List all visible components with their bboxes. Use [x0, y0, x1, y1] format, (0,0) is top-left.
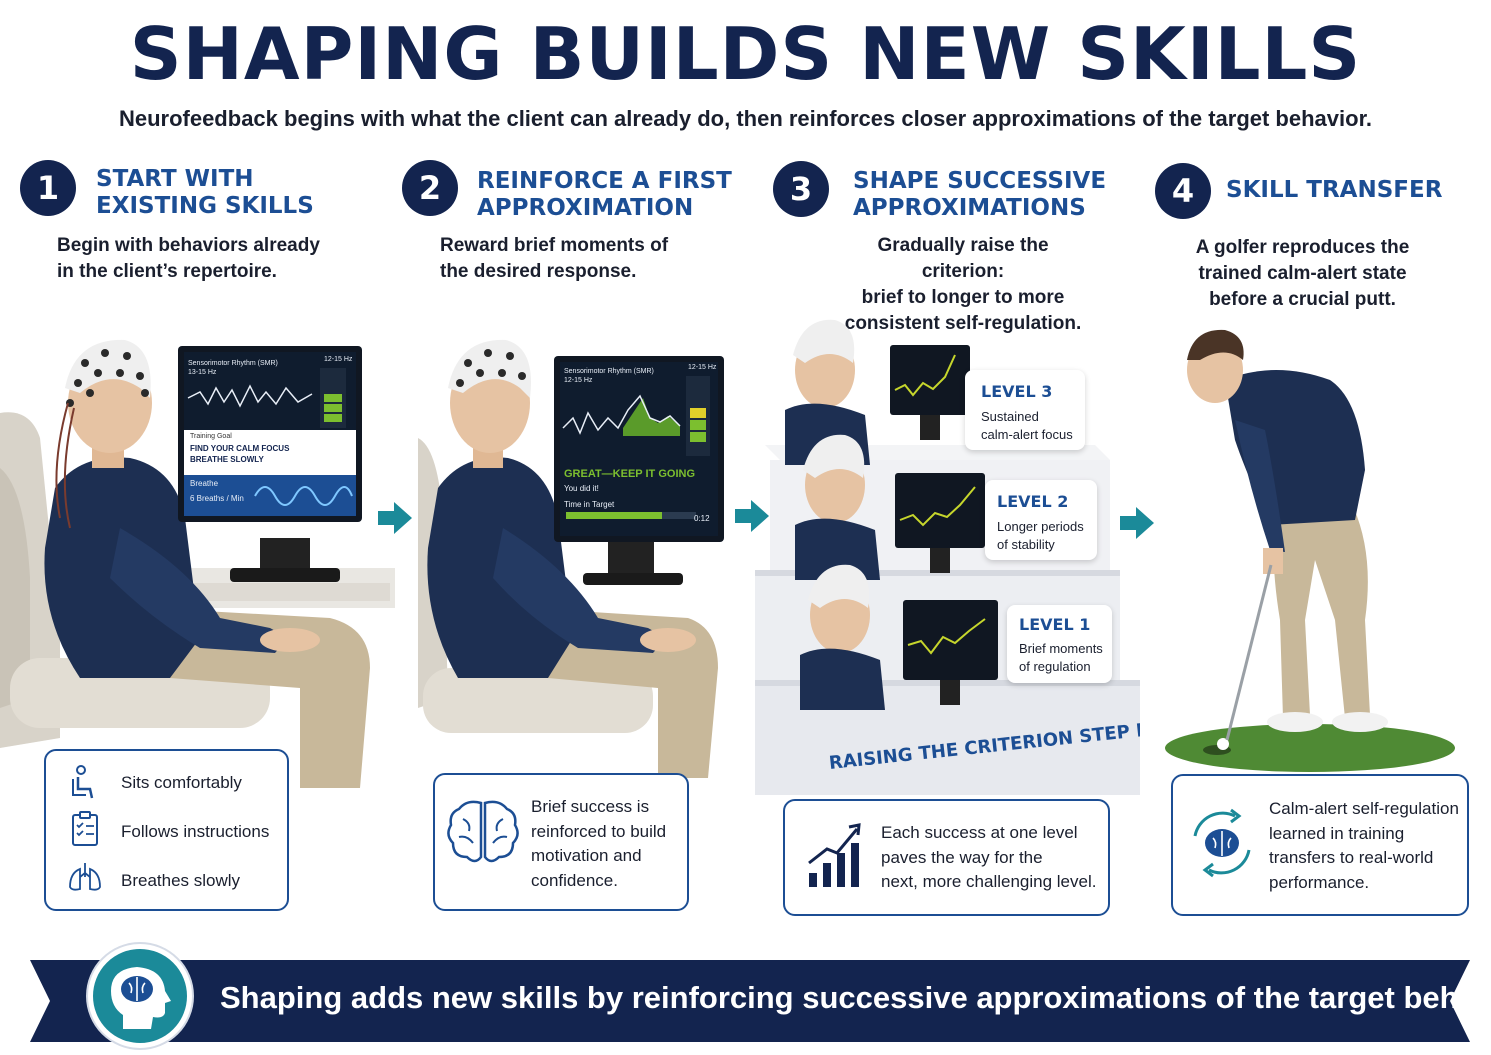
scene-skill-transfer [1165, 320, 1465, 775]
summary-banner-text: Shaping adds new skills by reinforcing s… [220, 980, 1491, 1015]
golfer-illustration [1165, 329, 1455, 772]
scene-first-approximation: Sensorimotor Rhythm (SMR) 12-15 Hz 12-15… [418, 318, 738, 778]
monitor-1-header: Sensorimotor Rhythm (SMR) [188, 360, 278, 367]
level-2-title: LEVEL 2 [997, 492, 1069, 511]
arrow-right-icon [1120, 507, 1154, 539]
checklist-icon [72, 811, 98, 846]
card-1-item-3: Breathes slowly [121, 871, 241, 890]
step-4-number: 4 [1155, 163, 1211, 219]
scene-existing-skills: Sensorimotor Rhythm (SMR) 13-15 Hz 12-15… [0, 318, 395, 788]
monitor-1-goal-label: Training Goal [190, 433, 232, 440]
step-3-number: 3 [773, 161, 829, 217]
monitor-1-breathe-label: Breathe [190, 479, 219, 488]
existing-skills-card: Sits comfortably Follows instructions Br… [44, 749, 289, 911]
monitor-2-time-value: 0:12 [694, 514, 710, 523]
monitor-2-header: Sensorimotor Rhythm (SMR) [564, 368, 654, 375]
rising-bar-chart-icon [808, 823, 861, 887]
monitor-1-frequency: 12-15 Hz [324, 356, 353, 363]
reinforced-client-illustration [418, 339, 724, 778]
card-1-item-1: Sits comfortably [121, 773, 242, 792]
monitor-2-band: 12-15 Hz [564, 377, 593, 384]
page-subtitle: Neurofeedback begins with what the clien… [118, 106, 1373, 131]
monitor-2-frequency: 12-15 Hz [688, 364, 717, 371]
monitor-2-time-label: Time in Target [564, 500, 615, 509]
card-1-item-2: Follows instructions [121, 822, 270, 841]
brain-cycle-icon [1193, 808, 1251, 878]
level-1-title: LEVEL 1 [1019, 615, 1091, 634]
head-brain-icon-circle [88, 944, 192, 1048]
monitor-1-breath-rate: 6 Breaths / Min [190, 494, 244, 503]
monitor-1-goal-line-2: BREATHE SLOWLY [190, 455, 264, 464]
level-staircase-illustration [755, 319, 1140, 795]
monitor-1-band: 13-15 Hz [188, 369, 217, 376]
step-1-number: 1 [20, 160, 76, 216]
arrow-right-icon [378, 502, 412, 534]
step-3-description: Gradually raise the criterion:brief to l… [844, 235, 1082, 334]
summary-banner [30, 960, 1470, 1042]
monitor-1-goal-line-1: FIND YOUR CALM FOCUS [190, 444, 290, 453]
monitor-2-did-it: You did it! [564, 484, 599, 493]
head-brain-icon [111, 967, 171, 1029]
arrow-right-icon [735, 500, 769, 532]
brain-icon [447, 800, 519, 863]
lungs-icon [69, 863, 101, 891]
step-4-title: SKILL TRANSFER [1226, 177, 1443, 203]
monitor-2-feedback: GREAT—KEEP IT GOING [564, 468, 695, 480]
seated-client-illustration [0, 339, 395, 788]
sitting-person-icon [72, 765, 94, 799]
level-3-title: LEVEL 3 [981, 382, 1053, 401]
step-2-number: 2 [402, 160, 458, 216]
page-title: SHAPING BUILDS NEW SKILLS [129, 12, 1362, 96]
